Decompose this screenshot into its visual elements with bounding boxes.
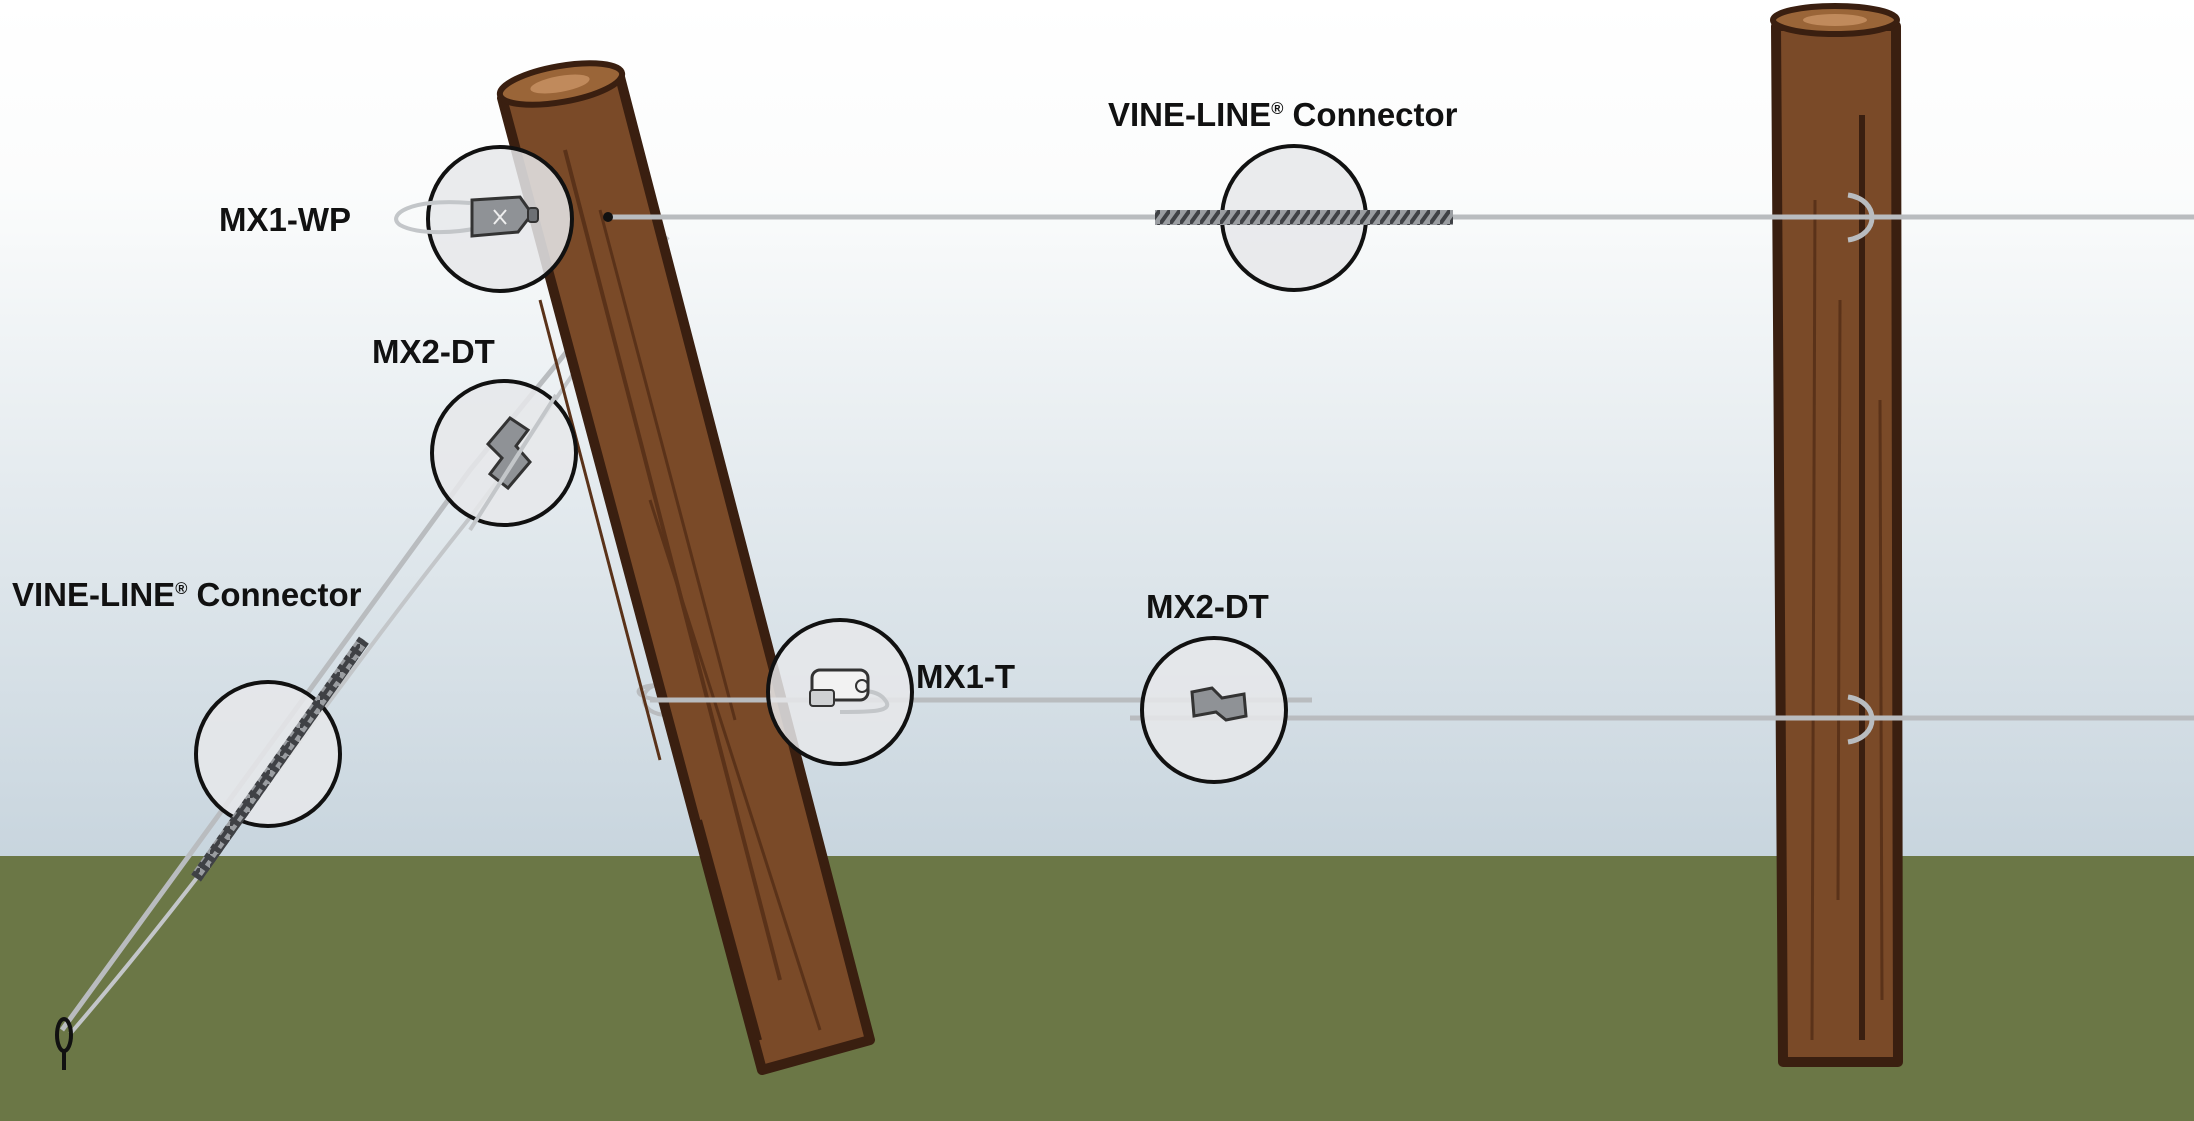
callout-vine-line-left — [191, 636, 369, 882]
left-post — [496, 60, 875, 1075]
callout-mx1-wp — [394, 145, 574, 293]
staple-top — [1847, 192, 1875, 243]
mx2-dt-connector-upper — [485, 416, 532, 491]
callout-mx2-dt-lower — [1140, 636, 1288, 784]
label-mx2-dt-lower: MX2-DT — [1146, 588, 1269, 625]
staple-lower — [1847, 694, 1875, 745]
mx2-dt-connector-lower — [1190, 686, 1248, 722]
twisted-sleeve-top — [1155, 210, 1453, 225]
label-vine-line-left: VINE-LINE® Connector — [12, 576, 362, 613]
top-wire-end — [603, 212, 613, 222]
right-post — [1770, 3, 1903, 1067]
callout-vine-line-top — [1155, 144, 1453, 292]
label-mx2-dt-upper: MX2-DT — [372, 333, 495, 370]
label-vine-line-top: VINE-LINE® Connector — [1108, 96, 1458, 133]
label-mx1-t: MX1-T — [916, 658, 1015, 695]
callout-mx2-dt-upper — [430, 379, 578, 532]
mx1-wp-connector — [470, 195, 534, 238]
callout-mx1-t — [766, 618, 914, 766]
label-mx1-wp: MX1-WP — [219, 201, 351, 238]
